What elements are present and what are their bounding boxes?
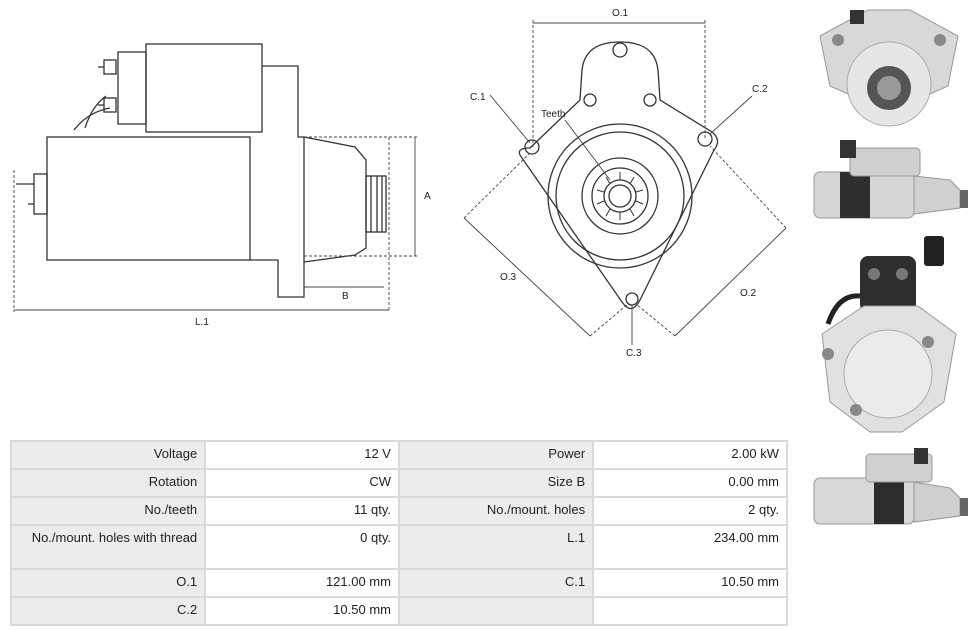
spec-value: CW <box>204 468 400 498</box>
spec-label: Voltage <box>9 440 207 470</box>
spec-label <box>397 596 595 626</box>
spec-label: Rotation <box>9 468 207 498</box>
spec-value: 10.50 mm <box>204 596 400 626</box>
spec-value: 121.00 mm <box>204 568 400 598</box>
front-view-photo <box>819 9 959 127</box>
dimension-label-b: B <box>342 291 349 302</box>
spec-label: No./teeth <box>9 496 207 526</box>
spec-value <box>592 596 788 626</box>
dimension-label-o3: O.3 <box>500 272 517 283</box>
starter-side-view <box>16 43 387 298</box>
table-row: No./teeth 11 qty. No./mount. holes 2 qty… <box>9 496 788 526</box>
spec-value: 12 V <box>204 440 400 470</box>
spec-label: No./mount. holes with thread <box>9 524 207 570</box>
dimension-label-c3: C.3 <box>626 348 642 359</box>
spec-label: Size B <box>397 468 595 498</box>
table-row: No./mount. holes with thread 0 qty. L.1 … <box>9 524 788 570</box>
dimension-label-l1: L.1 <box>195 317 209 328</box>
table-row: Voltage 12 V Power 2.00 kW <box>9 440 788 470</box>
spec-label: Power <box>397 440 595 470</box>
spec-label: L.1 <box>397 524 595 570</box>
spec-value: 11 qty. <box>204 496 400 526</box>
spec-label: C.1 <box>397 568 595 598</box>
spec-label: C.2 <box>9 596 207 626</box>
spec-value: 2 qty. <box>592 496 788 526</box>
pinion-teeth <box>596 172 644 220</box>
table-row: C.2 10.50 mm <box>9 596 788 626</box>
spec-value: 0.00 mm <box>592 468 788 498</box>
front-view-dimensions <box>463 20 787 345</box>
dimension-label-c1: C.1 <box>470 92 486 103</box>
table-row: Rotation CW Size B 0.00 mm <box>9 468 788 498</box>
spec-value: 0 qty. <box>204 524 400 570</box>
spec-value: 10.50 mm <box>592 568 788 598</box>
table-row: O.1 121.00 mm C.1 10.50 mm <box>9 568 788 598</box>
technical-drawing: L.1 A B <box>13 8 787 359</box>
side-view-photo-top <box>813 140 968 219</box>
rear-view-photo <box>821 236 957 433</box>
dimension-label-a: A <box>424 191 431 202</box>
dimension-label-o1: O.1 <box>612 8 629 19</box>
starter-front-view <box>518 41 719 310</box>
spec-value: 234.00 mm <box>592 524 788 570</box>
side-view-photo-bottom <box>813 448 968 525</box>
teeth-label: Teeth <box>541 109 565 120</box>
specifications-table: Voltage 12 V Power 2.00 kW Rotation CW S… <box>9 440 788 626</box>
side-view-dimensions <box>13 136 418 312</box>
spec-label: O.1 <box>9 568 207 598</box>
dimension-label-o2: O.2 <box>740 288 757 299</box>
spec-label: No./mount. holes <box>397 496 595 526</box>
dimension-label-c2: C.2 <box>752 84 768 95</box>
spec-value: 2.00 kW <box>592 440 788 470</box>
